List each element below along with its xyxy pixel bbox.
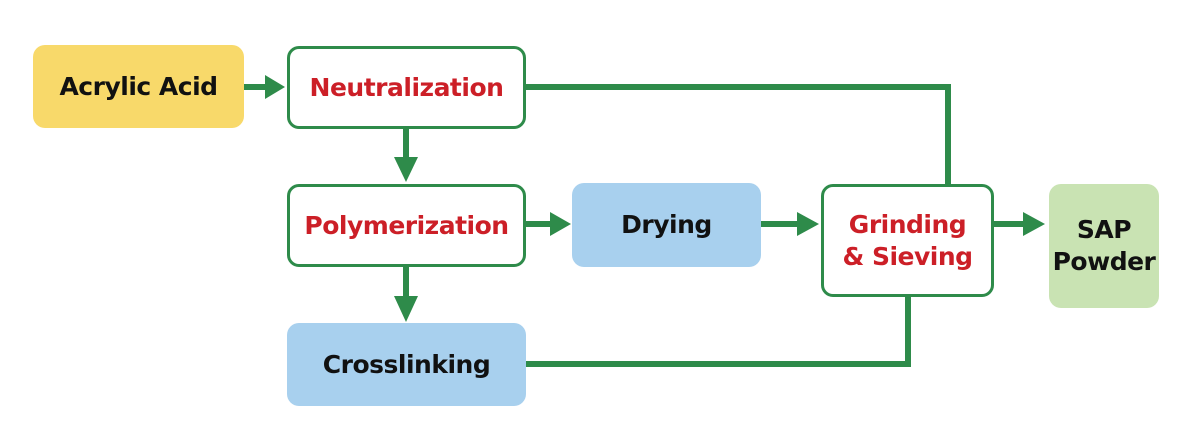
node-label: Neutralization [309,72,504,102]
line-crosslinking-to-grinding [526,297,911,367]
line-neutralization-to-grinding [526,84,951,184]
node-label-line2: & Sieving [842,241,973,271]
node-crosslinking: Crosslinking [287,323,526,406]
node-label-line1: SAP [1076,215,1132,244]
node-label-line2: Powder [1052,247,1156,276]
arrowhead-icon [550,212,571,236]
node-label-line1: Grinding [848,209,967,239]
node-polymerization: Polymerization [287,184,526,267]
arrowhead-icon [394,157,418,182]
node-label: Acrylic Acid [59,71,218,101]
node-label: Crosslinking [322,349,491,379]
node-label: Polymerization [304,210,509,240]
node-drying: Drying [572,183,761,267]
node-sap-powder: SAP Powder [1049,184,1159,308]
arrowhead-icon [797,212,819,236]
node-label-group: SAP Powder [1053,214,1156,278]
node-label: Drying [621,210,712,239]
arrowhead-icon [394,296,418,322]
arrowhead-icon [1023,212,1045,236]
node-label-group: Grinding & Sieving [842,209,973,273]
node-grinding-sieving: Grinding & Sieving [821,184,994,297]
node-neutralization: Neutralization [287,46,526,129]
arrowhead-icon [265,75,285,99]
node-acrylic-acid: Acrylic Acid [33,45,244,128]
